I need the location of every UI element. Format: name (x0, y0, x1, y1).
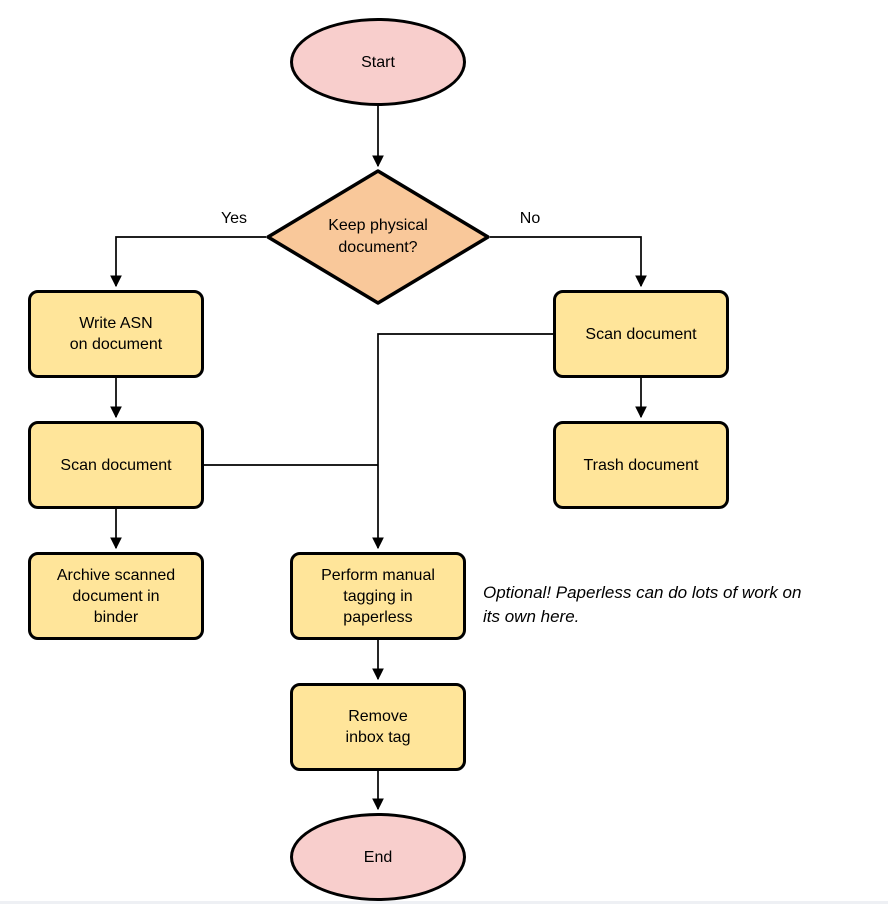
node-start: Start (290, 18, 466, 106)
optional-note: Optional! Paperless can do lots of work … (483, 583, 802, 626)
node-write-asn: Write ASN on document (28, 290, 204, 378)
node-scan-document-right: Scan document (553, 290, 729, 378)
decision-diamond-shape (266, 169, 490, 305)
edge-label-no: No (519, 210, 541, 227)
edge-decision-yes-to-write-asn (110, 236, 266, 288)
node-perform-manual-tagging: Perform manual tagging in paperless (290, 552, 466, 640)
node-decision-label: Keep physical document? (328, 217, 428, 256)
edge-scan-right-to-tagging (372, 333, 553, 550)
edge-label-yes: Yes (220, 210, 248, 227)
node-scan-document-left: Scan document (28, 421, 204, 509)
node-end: End (290, 813, 466, 901)
node-remove-inbox-tag: Remove inbox tag (290, 683, 466, 771)
edge-decision-no-to-scan-right (490, 236, 647, 288)
canvas-edge-line (0, 901, 888, 904)
node-trash-document: Trash document (553, 421, 729, 509)
node-archive-scanned-document: Archive scanned document in binder (28, 552, 204, 640)
